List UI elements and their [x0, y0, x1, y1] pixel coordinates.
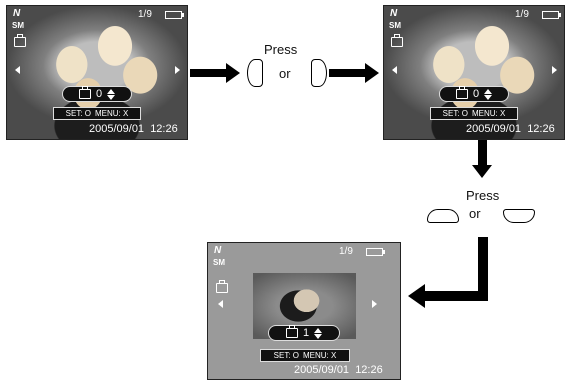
- camera-screen-3: N SM 1/9 1 SET: O MENU: X 2005/09/01 12:…: [207, 242, 401, 380]
- flow-arrowhead-2: [472, 165, 492, 178]
- image-counter: 1/9: [339, 246, 353, 257]
- flow-arrow-3a: [478, 237, 488, 301]
- press-label-1: Press: [264, 42, 298, 57]
- copies-selector[interactable]: 0: [439, 86, 509, 102]
- print-icon: [14, 34, 26, 50]
- date: 2005/09/01: [294, 364, 350, 376]
- n-icon: N: [13, 8, 21, 19]
- print-icon: [285, 325, 298, 338]
- right-button-icon: [311, 59, 327, 87]
- camera-screen-1: N SM 1/9 0 SET: O MENU: X 2005/09/01 12:…: [6, 5, 188, 140]
- copies-value: 1: [302, 327, 310, 339]
- left-arrow-icon[interactable]: [392, 66, 397, 74]
- flow-arrow-3b: [425, 291, 488, 301]
- copies-selector[interactable]: 0: [62, 86, 132, 102]
- battery-icon: [366, 248, 385, 256]
- copies-value: 0: [95, 88, 103, 100]
- menu-label: MENU: X: [95, 108, 129, 118]
- set-label: SET: O: [65, 108, 91, 118]
- sm-icon: SM: [389, 21, 401, 30]
- flow-arrow-1b: [329, 69, 365, 77]
- image-counter: 1/9: [138, 9, 152, 20]
- set-menu-bar: SET: O MENU: X: [53, 107, 141, 120]
- date-time: 2005/09/01 12:26: [466, 123, 555, 135]
- menu-label: MENU: X: [303, 350, 337, 360]
- or-label-1: or: [279, 66, 291, 81]
- camera-screen-2: N SM 1/9 0 SET: O MENU: X 2005/09/01 12:…: [383, 5, 565, 140]
- right-arrow-icon[interactable]: [552, 66, 557, 74]
- right-arrow-icon[interactable]: [175, 66, 180, 74]
- print-icon: [78, 86, 91, 99]
- or-label-2: or: [469, 206, 481, 221]
- set-menu-bar: SET: O MENU: X: [430, 107, 518, 120]
- flow-arrowhead-1b: [365, 63, 379, 83]
- set-label: SET: O: [442, 108, 468, 118]
- time: 12:26: [527, 123, 555, 135]
- right-arrow-icon[interactable]: [372, 300, 377, 308]
- copies-selector[interactable]: 1: [268, 325, 340, 341]
- date: 2005/09/01: [89, 123, 145, 135]
- set-menu-bar: SET: O MENU: X: [260, 349, 350, 362]
- up-down-icon: [484, 88, 493, 100]
- menu-label: MENU: X: [472, 108, 506, 118]
- left-arrow-icon[interactable]: [218, 300, 223, 308]
- print-icon: [216, 280, 228, 296]
- date: 2005/09/01: [466, 123, 522, 135]
- left-arrow-icon[interactable]: [15, 66, 20, 74]
- print-icon: [391, 34, 403, 50]
- battery-icon: [542, 11, 561, 19]
- up-down-icon: [314, 327, 323, 339]
- date-time: 2005/09/01 12:26: [294, 364, 383, 376]
- flow-arrow-1a: [190, 69, 226, 77]
- flow-arrow-2: [478, 140, 487, 165]
- n-icon: N: [214, 245, 222, 256]
- date-time: 2005/09/01 12:26: [89, 123, 178, 135]
- copies-value: 0: [472, 88, 480, 100]
- up-down-icon: [107, 88, 116, 100]
- set-label: SET: O: [273, 350, 299, 360]
- sm-icon: SM: [213, 258, 225, 267]
- press-label-2: Press: [466, 188, 500, 203]
- up-button-icon: [427, 209, 459, 223]
- time: 12:26: [355, 364, 383, 376]
- print-icon: [455, 86, 468, 99]
- flow-arrowhead-3: [408, 284, 425, 308]
- left-button-icon: [247, 59, 263, 87]
- battery-icon: [165, 11, 184, 19]
- n-icon: N: [390, 8, 398, 19]
- image-counter: 1/9: [515, 9, 529, 20]
- down-button-icon: [503, 209, 535, 223]
- flow-arrowhead-1a: [226, 63, 240, 83]
- sm-icon: SM: [12, 21, 24, 30]
- time: 12:26: [150, 123, 178, 135]
